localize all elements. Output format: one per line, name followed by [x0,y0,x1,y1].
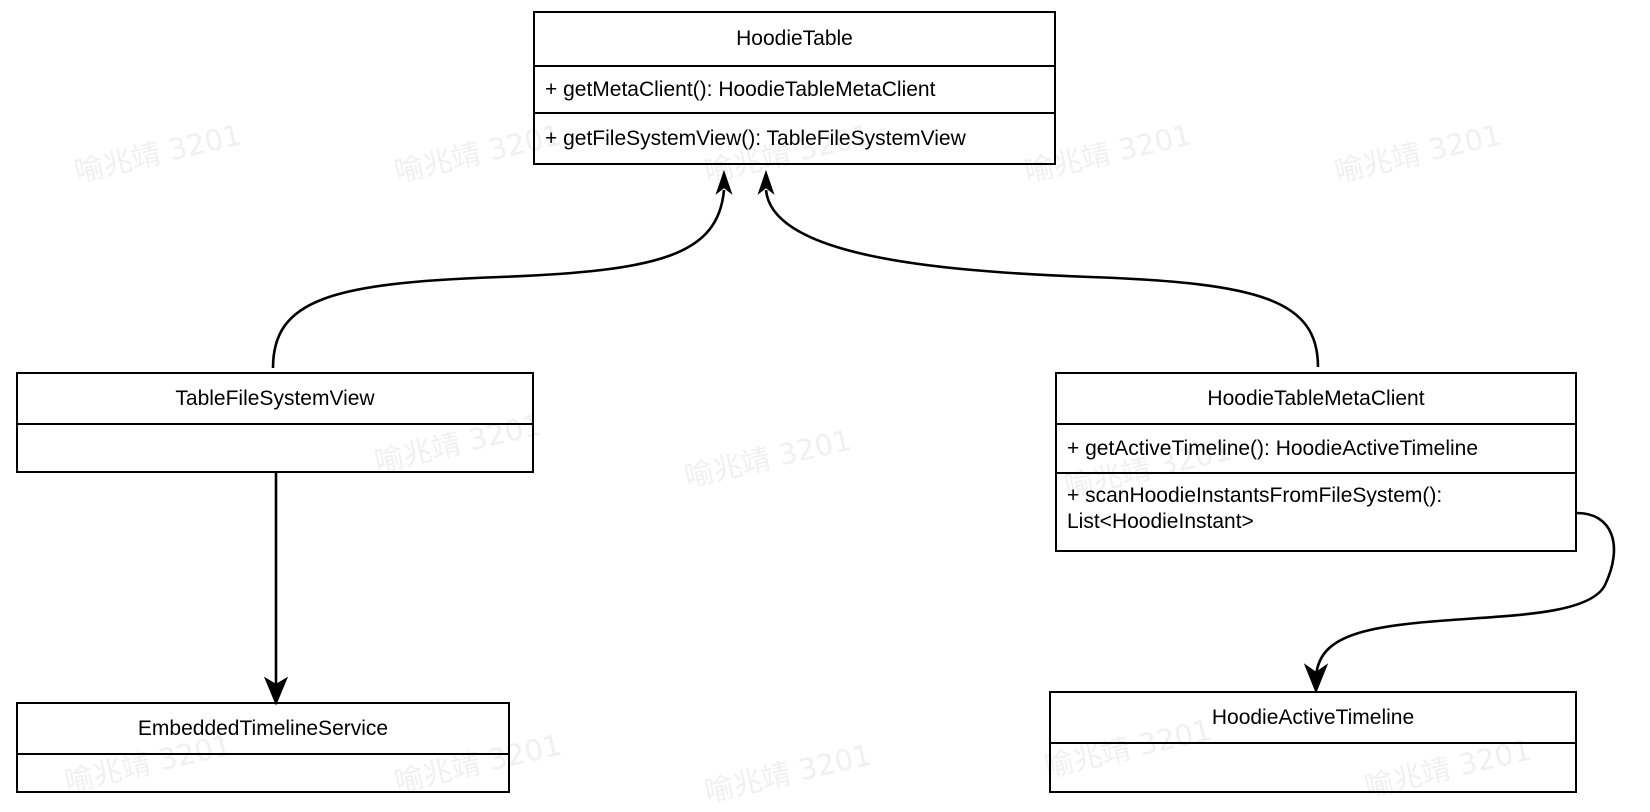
edge-tablefilesystemview-to-embeddedtimelineservice [263,473,289,706]
edge-tablefilesystemview-to-hoodietable [271,169,733,369]
watermark-text: 喻兆靖 3201 [1331,117,1505,189]
watermark-text: 喻兆靖 3201 [71,117,245,189]
class-name-hoodie-table-meta-client: HoodieTableMetaClient [1057,374,1575,425]
class-members-table-file-system-view [18,425,532,471]
class-name-hoodie-table: HoodieTable [535,13,1054,67]
class-name-hoodie-active-timeline: HoodieActiveTimeline [1051,693,1575,744]
watermark-text: 喻兆靖 3201 [681,422,855,494]
class-method-hoodie-table-meta-client-1-line-0: + scanHoodieInstantsFromFileSystem(): [1067,484,1443,507]
class-method-hoodie-table-meta-client-0: + getActiveTimeline(): HoodieActiveTimel… [1057,425,1575,474]
class-method-hoodie-table-meta-client-1-line-1: List<HoodieInstant> [1067,510,1254,534]
class-box-embedded-timeline-service[interactable]: EmbeddedTimelineService [16,702,510,793]
class-members-embedded-timeline-service [18,755,508,791]
class-name-embedded-timeline-service: EmbeddedTimelineService [18,704,508,755]
class-method-hoodie-table-0: + getMetaClient(): HoodieTableMetaClient [535,67,1054,114]
class-box-hoodie-active-timeline[interactable]: HoodieActiveTimeline [1049,691,1577,793]
class-members-hoodie-active-timeline [1051,744,1575,791]
class-box-table-file-system-view[interactable]: TableFileSystemView [16,372,534,473]
class-method-hoodie-table-1: + getFileSystemView(): TableFileSystemVi… [545,126,966,150]
class-box-hoodie-table-meta-client[interactable]: HoodieTableMetaClient + getActiveTimelin… [1055,372,1577,552]
class-box-hoodie-table[interactable]: HoodieTable + getMetaClient(): HoodieTab… [533,11,1056,165]
class-name-table-file-system-view: TableFileSystemView [18,374,532,425]
class-method-hoodie-table-meta-client-1: + scanHoodieInstantsFromFileSystem(): Li… [1057,474,1575,550]
edge-hoodietablemetaclient-to-hoodietable [757,169,1320,368]
watermark-text: 喻兆靖 3201 [701,737,875,809]
